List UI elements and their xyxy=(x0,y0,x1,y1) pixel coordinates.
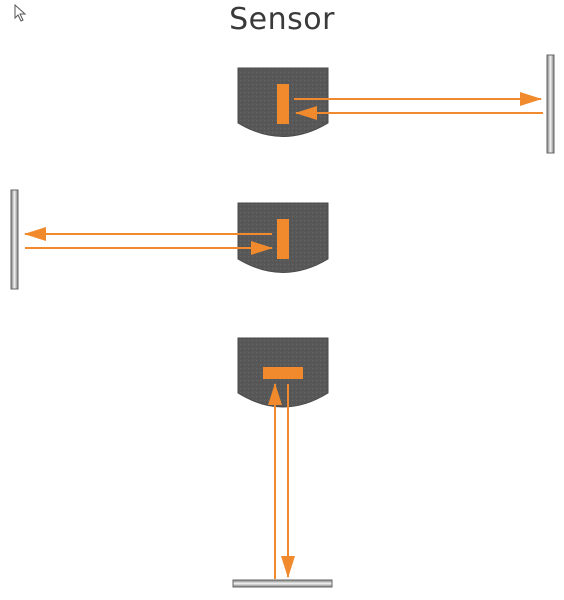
sensor-middle-emitter xyxy=(277,219,289,259)
reflector-bottom xyxy=(232,579,333,588)
sensor-top xyxy=(237,67,329,137)
sensor-bottom xyxy=(237,337,329,408)
sensor-bottom-emitter xyxy=(263,367,303,379)
reflector-right xyxy=(546,54,555,154)
diagram-title: Sensor xyxy=(229,2,335,37)
mouse-pointer-icon xyxy=(14,3,28,22)
sensor-top-emitter xyxy=(277,84,289,124)
reflector-left xyxy=(10,189,19,290)
sensor-middle xyxy=(237,202,329,273)
